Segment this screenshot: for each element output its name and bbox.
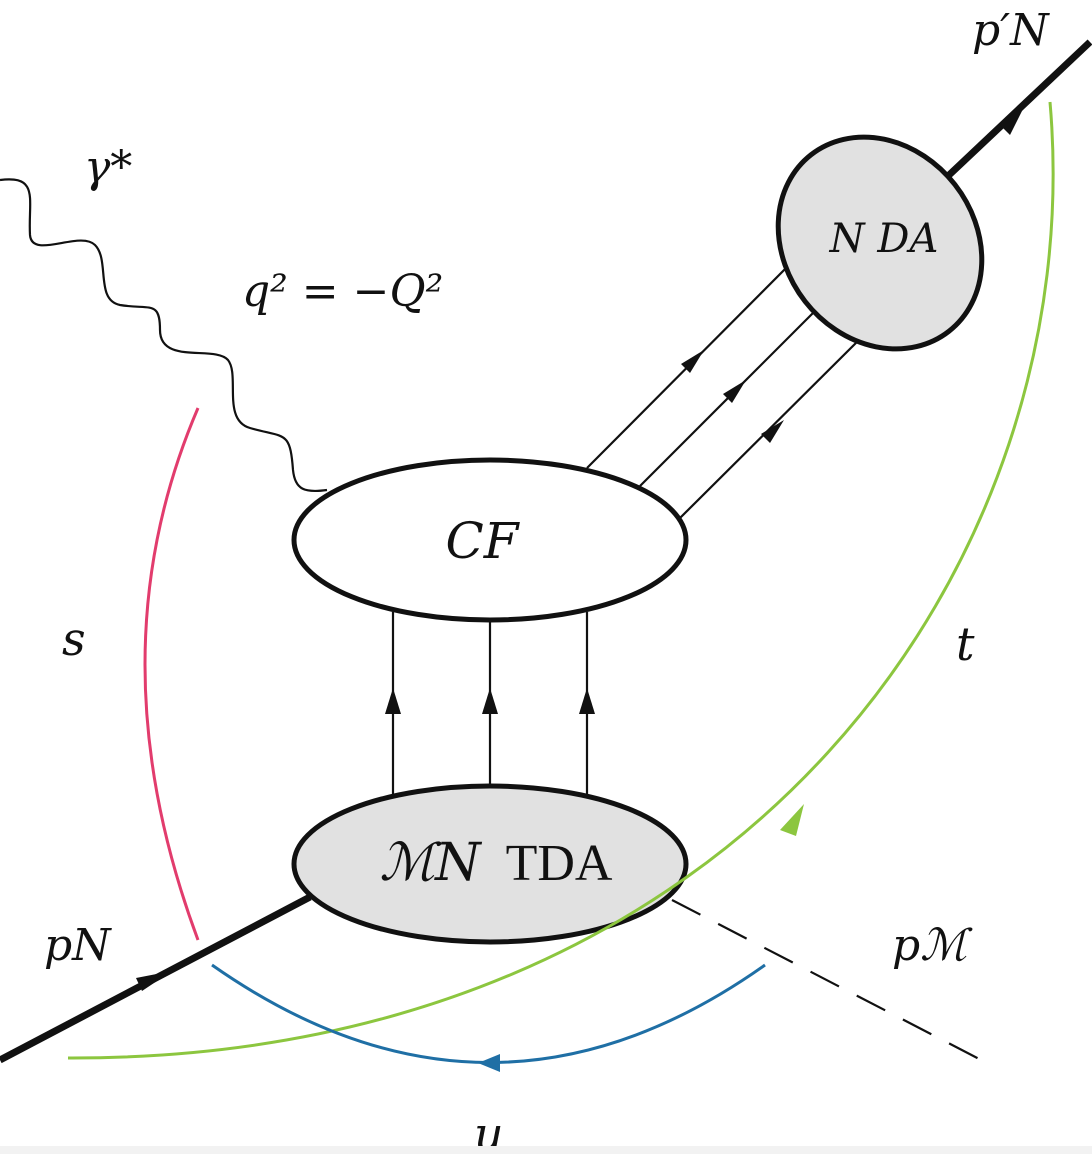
cf-blob (291, 457, 689, 623)
outgoing-nucleon-label: p′N (972, 5, 1050, 56)
t-label: t (956, 617, 975, 671)
nda-blob (775, 134, 985, 352)
photon-wavy-line (0, 178, 328, 493)
photon-label: γ* (84, 142, 132, 193)
u-arc (211, 963, 766, 1064)
tda-blob (291, 783, 689, 945)
s-arc (143, 407, 200, 941)
quark-lines-cf-nda (586, 251, 875, 519)
nda-label: N DA (829, 216, 939, 262)
cf-label: CF (446, 512, 521, 570)
virtuality-label: q² = −Q² (242, 266, 443, 317)
meson-label: pℳ (892, 920, 973, 971)
s-label: s (62, 612, 86, 666)
meson-dashed-line (671, 899, 986, 1063)
t-arc (67, 101, 1055, 1060)
tda-label-text: TDA (506, 835, 613, 892)
incoming-nucleon-arrow (136, 971, 172, 991)
bottom-strip (0, 1146, 1092, 1154)
incoming-nucleon-label: pN (44, 920, 112, 971)
tda-label: ℳN TDA (380, 833, 613, 893)
outgoing-nucleon-arrow (999, 105, 1025, 135)
tda-label-script: ℳN (380, 833, 483, 893)
quark-lines-tda-cf (385, 612, 595, 797)
t-arc-arrow (780, 804, 804, 836)
u-arc-arrow (478, 1054, 500, 1072)
